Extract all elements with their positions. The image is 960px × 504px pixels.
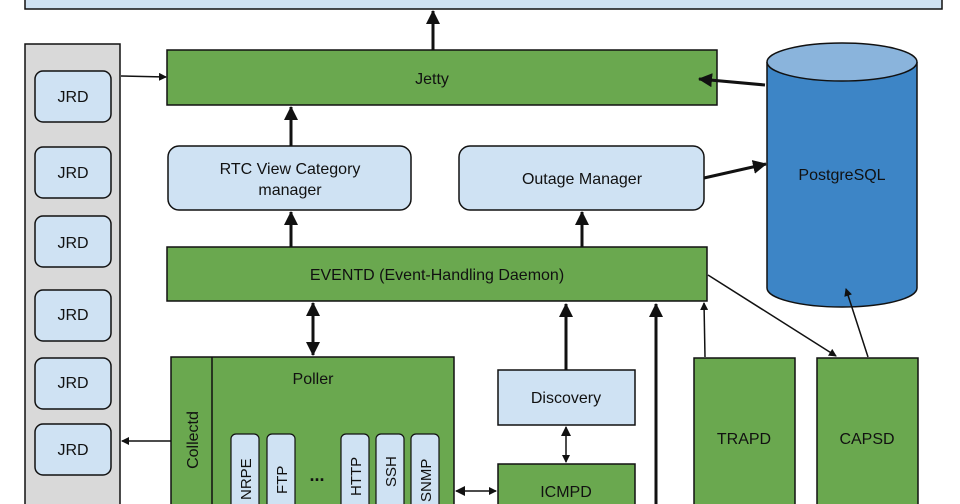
- jrd-label: JRD: [57, 235, 88, 252]
- arrow-postgresql-to-jetty: [698, 73, 766, 88]
- arrow-outage-to-postgresql: [703, 160, 767, 180]
- trapd-label: TRAPD: [717, 431, 771, 448]
- jrd-label: JRD: [57, 89, 88, 106]
- rtc-label-line2: manager: [258, 182, 322, 199]
- monitor-label: SSH: [383, 456, 400, 487]
- jrd-label: JRD: [57, 165, 88, 182]
- capsd-label: CAPSD: [839, 431, 894, 448]
- monitor-label: FTP: [274, 466, 291, 494]
- top-box: [24, 0, 943, 10]
- discovery-box: [497, 369, 636, 426]
- monitor-ellipsis: ...: [309, 465, 324, 485]
- collectd-label: Collectd: [185, 411, 202, 469]
- monitor-label: NRPE: [238, 458, 255, 500]
- jrd-label: JRD: [57, 375, 88, 392]
- jrd-item: JRD: [34, 289, 112, 342]
- icmpd-box: [497, 463, 636, 504]
- arrow-capsd-to-postgresql: [844, 288, 869, 358]
- monitor-ftp: FTP: [266, 433, 296, 504]
- jrd-item: JRD: [34, 215, 112, 268]
- outage-manager-label: Outage Manager: [522, 171, 643, 188]
- rtc-view-category-manager-box: [167, 145, 412, 211]
- icmpd-label: ICMPD: [540, 484, 592, 501]
- monitor-nrpe: NRPE: [230, 433, 260, 504]
- jrd-item: JRD: [34, 146, 112, 199]
- jrd-item: JRD: [34, 357, 112, 410]
- postgresql-database: PostgreSQL: [766, 42, 918, 308]
- trapd-box: [693, 357, 796, 504]
- postgresql-label: PostgreSQL: [798, 167, 885, 184]
- poller-label: Poller: [293, 371, 335, 388]
- monitor-label: SNMP: [418, 459, 435, 502]
- arrow-trapd-to-eventd: [700, 302, 709, 358]
- poller-box: [170, 356, 455, 504]
- discovery-label: Discovery: [531, 390, 601, 407]
- monitor-http: HTTP: [340, 433, 370, 504]
- rtc-label-line1: RTC View Category: [220, 161, 361, 178]
- arrow-eventd-to-capsd: [707, 274, 837, 357]
- jrd-item: JRD: [34, 70, 112, 123]
- jetty-label: Jetty: [415, 71, 449, 88]
- jrd-item: JRD: [34, 423, 112, 476]
- arrow-jrd-to-jetty: [120, 72, 167, 81]
- jrd-label: JRD: [57, 307, 88, 324]
- monitor-label: HTTP: [348, 457, 365, 496]
- monitor-snmp: SNMP: [410, 433, 440, 504]
- eventd-label: EVENTD (Event-Handling Daemon): [310, 267, 564, 284]
- jetty-box: [166, 49, 718, 106]
- capsd-box: [816, 357, 919, 504]
- monitor-ssh: SSH: [375, 433, 405, 504]
- connectors: [120, 10, 869, 504]
- jrd-label: JRD: [57, 442, 88, 459]
- eventd-box: [166, 246, 708, 302]
